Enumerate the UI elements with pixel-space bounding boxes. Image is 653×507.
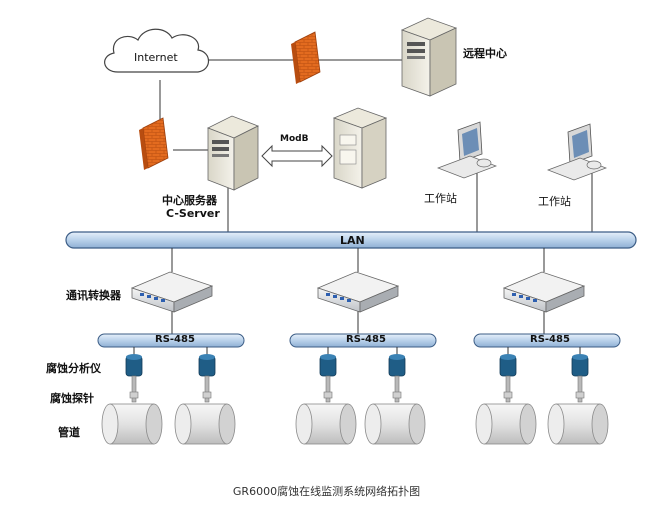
rs485-label-1: RS-485 — [155, 334, 195, 345]
corrosion-probe-icon — [129, 375, 139, 403]
rs485-label-3: RS-485 — [530, 334, 570, 345]
lan-label: LAN — [340, 234, 365, 247]
corrosion-analyzer-icon — [388, 354, 406, 377]
station-4 — [364, 347, 426, 445]
modbus-label: ModB — [280, 134, 309, 144]
lan-bus — [65, 231, 637, 249]
rs485-bus-3 — [473, 333, 621, 348]
internet-label: Internet — [134, 51, 178, 64]
corrosion-probe-icon — [392, 375, 402, 403]
rs485-label-2: RS-485 — [346, 334, 386, 345]
pipeline-label: 管道 — [58, 426, 80, 439]
station-2 — [174, 347, 236, 445]
center-server-label-2: C-Server — [166, 207, 220, 220]
firewall-left-icon — [139, 117, 169, 170]
corrosion-analyzer-icon — [198, 354, 216, 377]
rs485-bus-1 — [97, 333, 245, 348]
remote-server-icon — [400, 17, 458, 97]
corrosion-analyzer-icon — [125, 354, 143, 377]
corrosion-analyzer-icon — [319, 354, 337, 377]
modbus-arrow-icon — [261, 144, 333, 168]
corrosion-probe-icon — [503, 375, 513, 403]
center-server-label-1: 中心服务器 — [162, 194, 217, 207]
pipeline-icon — [475, 403, 537, 445]
station-6 — [547, 347, 609, 445]
center-server-icon — [207, 115, 259, 191]
corrosion-analyzer-icon — [571, 354, 589, 377]
workstation-2-icon — [547, 123, 607, 181]
diagram-caption: GR6000腐蚀在线监测系统网络拓扑图 — [232, 485, 421, 498]
rs485-bus-2 — [289, 333, 437, 348]
workstation-1-icon — [437, 121, 497, 179]
converter-3-icon — [502, 271, 586, 313]
remote-center-label: 远程中心 — [463, 47, 507, 60]
firewall-top-icon — [291, 31, 321, 84]
pipeline-icon — [101, 403, 163, 445]
station-3 — [295, 347, 357, 445]
pipeline-icon — [364, 403, 426, 445]
converter-1-icon — [130, 271, 214, 313]
station-5 — [475, 347, 537, 445]
corrosion-analyzer-icon — [499, 354, 517, 377]
pipeline-icon — [547, 403, 609, 445]
lan-drops — [171, 248, 545, 334]
workstation-2-label: 工作站 — [538, 195, 571, 208]
modbus-device-icon — [332, 107, 388, 189]
converter-2-icon — [316, 271, 400, 313]
corrosion-analyzer-label: 腐蚀分析仪 — [46, 362, 101, 375]
pipeline-icon — [295, 403, 357, 445]
pipeline-icon — [174, 403, 236, 445]
comm-converter-label: 通讯转换器 — [66, 289, 121, 302]
station-1 — [101, 347, 163, 445]
workstation-1-label: 工作站 — [424, 192, 457, 205]
corrosion-probe-icon — [323, 375, 333, 403]
corrosion-probe-label: 腐蚀探针 — [50, 392, 94, 405]
corrosion-probe-icon — [202, 375, 212, 403]
corrosion-probe-icon — [575, 375, 585, 403]
internet-cloud-icon — [104, 28, 210, 73]
